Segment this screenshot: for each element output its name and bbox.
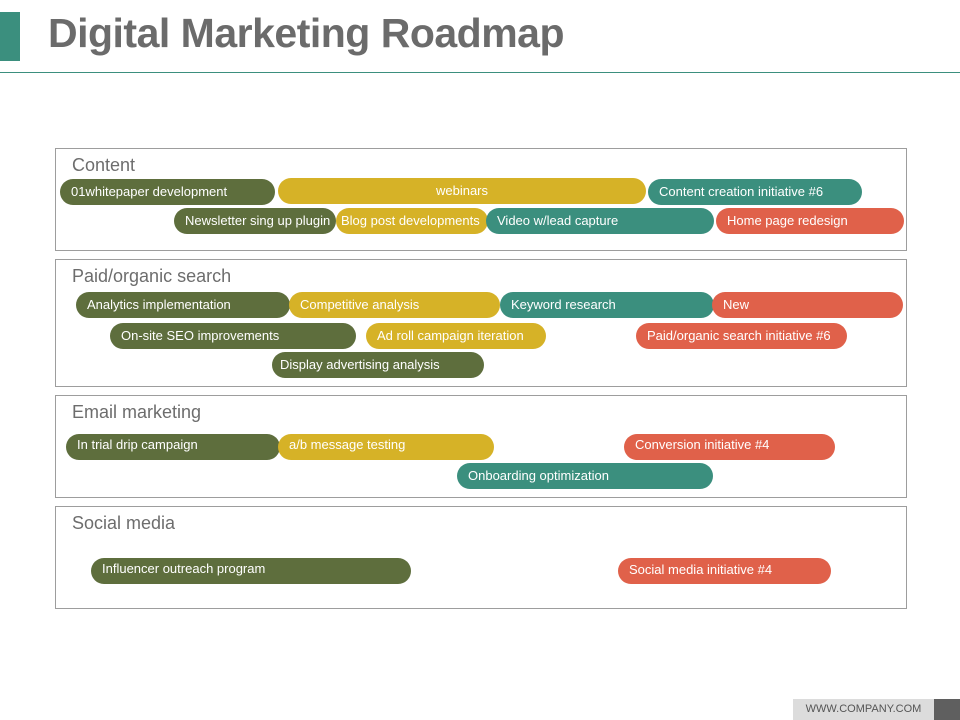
page-title: Digital Marketing Roadmap bbox=[48, 10, 565, 56]
roadmap-item[interactable]: a/b message testing bbox=[278, 434, 494, 460]
roadmap-item[interactable]: On-site SEO improvements bbox=[110, 323, 356, 349]
roadmap-item[interactable]: Home page redesign bbox=[716, 208, 904, 234]
lane-email-marketing: Email marketing In trial drip campaign a… bbox=[55, 395, 907, 498]
roadmap-item[interactable]: webinars bbox=[278, 178, 646, 204]
roadmap-item[interactable]: Content creation initiative #6 bbox=[648, 179, 862, 205]
lane-paid-organic-search: Paid/organic search Analytics implementa… bbox=[55, 259, 907, 387]
title-accent-bar bbox=[0, 12, 20, 61]
title-divider bbox=[0, 72, 960, 73]
roadmap-item[interactable]: New bbox=[712, 292, 903, 318]
footer-website: WWW.COMPANY.COM bbox=[793, 699, 934, 720]
roadmap-item[interactable]: Social media initiative #4 bbox=[618, 558, 831, 584]
lane-title: Email marketing bbox=[72, 402, 202, 422]
roadmap-item[interactable]: Influencer outreach program bbox=[91, 558, 411, 584]
roadmap-item[interactable]: In trial drip campaign bbox=[66, 434, 280, 460]
lane-title: Paid/organic search bbox=[72, 266, 232, 286]
lane-title: Content bbox=[72, 155, 136, 175]
roadmap-item[interactable]: Newsletter sing up plugin bbox=[174, 208, 336, 234]
footer-accent bbox=[934, 699, 960, 720]
roadmap-item[interactable]: 01whitepaper development bbox=[60, 179, 275, 205]
roadmap-item[interactable]: Keyword research bbox=[500, 292, 714, 318]
roadmap-item[interactable]: Blog post developments bbox=[336, 208, 488, 234]
roadmap-item[interactable]: Ad roll campaign iteration bbox=[366, 323, 546, 349]
roadmap-item[interactable]: Video w/lead capture bbox=[486, 208, 714, 234]
lane-content: Content 01whitepaper development webinar… bbox=[55, 148, 907, 251]
lane-social-media: Social media Influencer outreach program… bbox=[55, 506, 907, 609]
roadmap-item[interactable]: Display advertising analysis bbox=[272, 352, 484, 378]
roadmap-item[interactable]: Paid/organic search initiative #6 bbox=[636, 323, 847, 349]
roadmap-item[interactable]: Onboarding optimization bbox=[457, 463, 713, 489]
roadmap-item[interactable]: Analytics implementation bbox=[76, 292, 290, 318]
roadmap-item[interactable]: Conversion initiative #4 bbox=[624, 434, 835, 460]
lane-title: Social media bbox=[72, 513, 176, 533]
roadmap-item[interactable]: Competitive analysis bbox=[289, 292, 500, 318]
